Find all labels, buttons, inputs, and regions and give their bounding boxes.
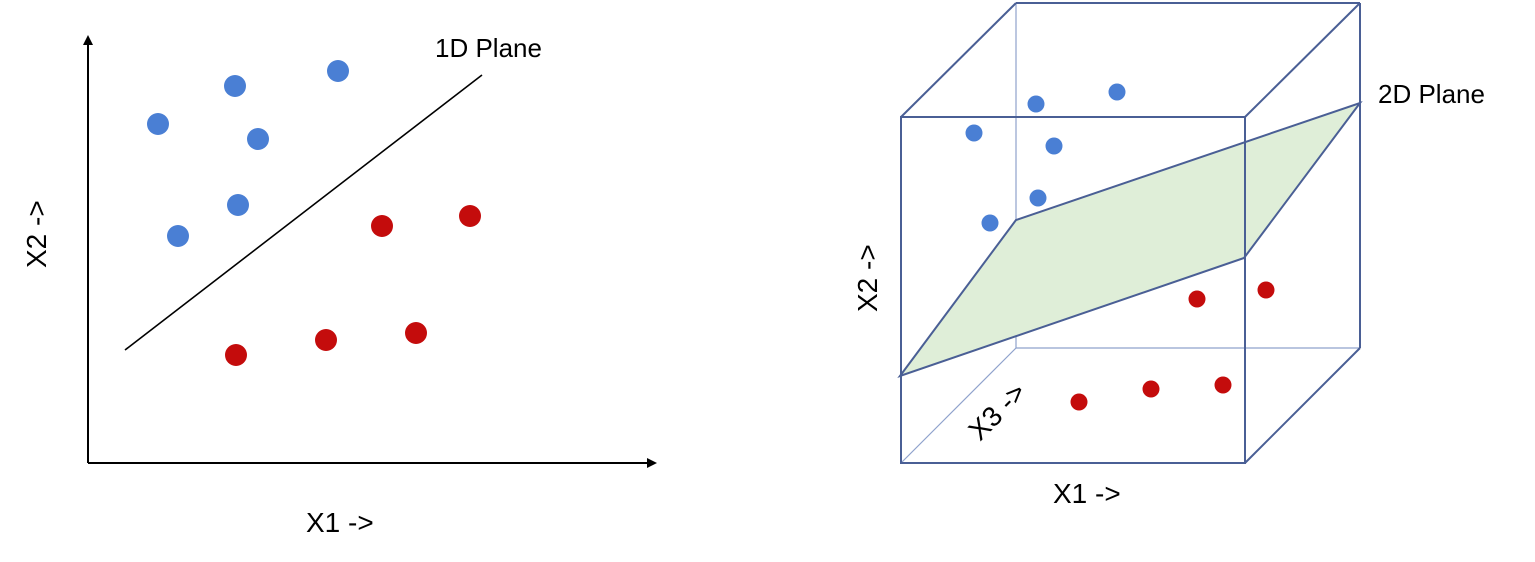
left-y-axis-label: X2 -> <box>21 200 52 268</box>
blue-point <box>1108 83 1126 101</box>
right-blue-points <box>965 83 1126 232</box>
blue-point <box>167 225 189 247</box>
blue-point <box>227 194 249 216</box>
red-point <box>1257 281 1275 299</box>
blue-point <box>1029 189 1047 207</box>
red-point <box>459 205 481 227</box>
right-y-axis-label: X2 -> <box>852 244 883 312</box>
blue-point <box>1027 95 1045 113</box>
red-point <box>405 322 427 344</box>
left-2d-diagram: 1D Plane X1 -> X2 -> <box>21 33 657 538</box>
separating-2d-plane <box>897 101 1363 378</box>
left-blue-points <box>147 60 349 247</box>
red-point <box>1142 380 1160 398</box>
right-plane-label: 2D Plane <box>1378 79 1485 109</box>
blue-point <box>247 128 269 150</box>
red-point <box>1188 290 1206 308</box>
blue-point <box>1045 137 1063 155</box>
right-red-points <box>1070 281 1275 411</box>
red-point <box>1214 376 1232 394</box>
cube-front-edges <box>900 2 1361 464</box>
right-z-axis-label: X3 -> <box>962 376 1032 446</box>
left-x-axis-label: X1 -> <box>306 507 374 538</box>
blue-point <box>981 214 999 232</box>
blue-point <box>224 75 246 97</box>
blue-point <box>147 113 169 135</box>
left-red-points <box>225 205 481 366</box>
red-point <box>371 215 393 237</box>
right-x-axis-label: X1 -> <box>1053 478 1121 509</box>
blue-point <box>965 124 983 142</box>
left-plane-label: 1D Plane <box>435 33 542 63</box>
right-3d-diagram: 2D Plane X1 -> X2 -> X3 -> <box>852 2 1485 509</box>
red-point <box>225 344 247 366</box>
blue-point <box>327 60 349 82</box>
red-point <box>315 329 337 351</box>
left-separator-line <box>124 74 483 351</box>
red-point <box>1070 393 1088 411</box>
